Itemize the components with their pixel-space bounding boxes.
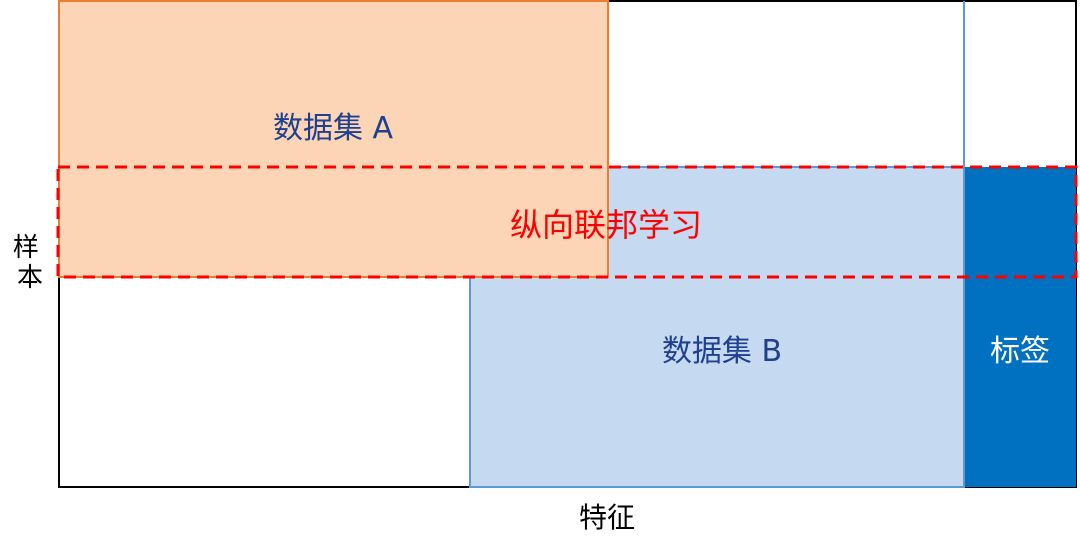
dataset-b-label: 数据集 B [662,334,782,369]
label-column [964,167,1076,487]
label-column-text: 标签 [990,334,1050,369]
vertical-federated-label: 纵向联邦学习 [510,206,702,244]
x-axis-label: 特征 [579,501,635,534]
y-axis-label: 样 本 [13,233,47,293]
y-axis-label-char: 样 [13,233,39,263]
vertical-federated-overlap [56,165,1078,279]
y-axis-label-char: 本 [17,263,43,293]
dataset-a-label: 数据集 A [273,111,394,146]
